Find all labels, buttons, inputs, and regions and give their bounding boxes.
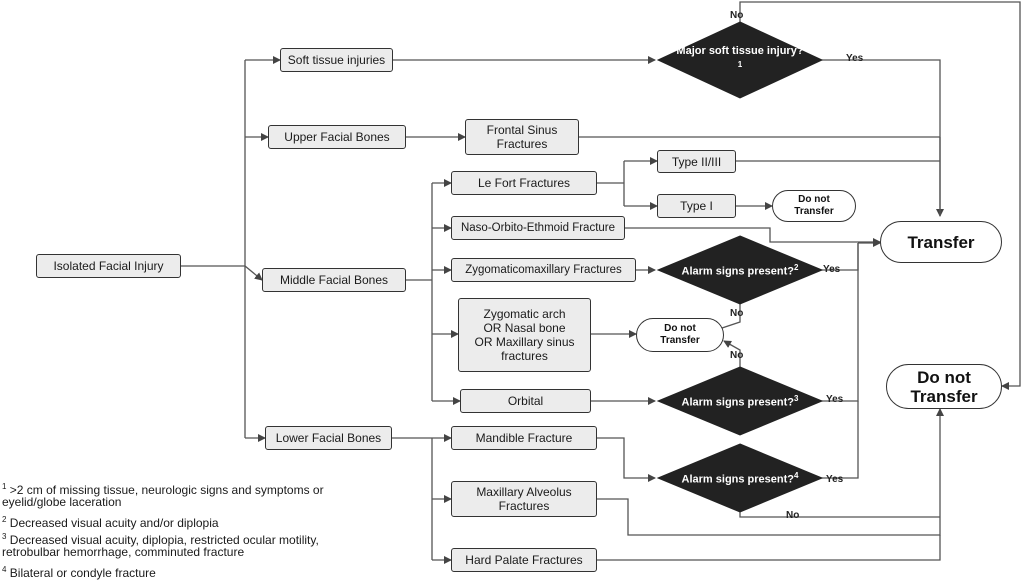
maxillary-alveolus-box: Maxillary Alveolus Fractures — [451, 481, 597, 517]
decision-soft-diamond — [656, 21, 824, 99]
footnote-4-text: Bilateral or condyle fracture — [6, 566, 156, 580]
transfer-label: Transfer — [907, 232, 975, 252]
footnote-1-text: >2 cm of missing tissue, neurologic sign… — [6, 483, 324, 497]
do-not-transfer-label: Do not Transfer — [910, 367, 978, 406]
soft-yes-label: Yes — [846, 53, 864, 64]
footnote-2: 2 Decreased visual acuity and/or diplopi… — [2, 512, 219, 531]
footnote-3-text: Decreased visual acuity, diplopia, restr… — [6, 533, 319, 547]
mandible-fracture-box: Mandible Fracture — [451, 426, 597, 450]
soft-tissue-injuries-box: Soft tissue injuries — [280, 48, 393, 72]
decision-alarm3-label: Alarm signs present? — [681, 396, 795, 409]
edge-alarm4-no — [739, 512, 940, 518]
footnote-3: 3 Decreased visual acuity, diplopia, res… — [2, 529, 319, 548]
isolated-facial-injury-label: Isolated Facial Injury — [53, 259, 164, 273]
footnote-1-cont-text: eyelid/globe laceration — [2, 495, 122, 509]
alarm2-yes-label: Yes — [823, 264, 841, 275]
maxillary-alveolus-label: Maxillary Alveolus Fractures — [476, 485, 572, 513]
type-2-3-label: Type II/III — [671, 154, 722, 169]
footnote-4-sup: 4 — [2, 565, 7, 574]
footnote-2-sup: 2 — [2, 515, 7, 524]
decision-soft-text: Major soft tissue injury? 1 — [676, 40, 804, 80]
frontal-sinus-box: Frontal Sinus Fractures — [465, 119, 579, 155]
do-not-transfer-type1-terminal: Do not Transfer — [772, 190, 856, 222]
alarm3-no-label: No — [730, 350, 744, 361]
le-fort-box: Le Fort Fractures — [451, 171, 597, 195]
alarm4-no-label: No — [786, 510, 800, 521]
transfer-terminal: Transfer — [880, 221, 1002, 263]
lower-facial-bones-box: Lower Facial Bones — [265, 426, 392, 450]
edge-hardpalate-dnt — [597, 535, 941, 561]
lower-facial-label: Lower Facial Bones — [275, 431, 382, 445]
zygomatic-arch-label: Zygomatic arch OR Nasal bone OR Maxillar… — [474, 307, 575, 363]
noe-fracture-box: Naso-Orbito-Ethmoid Fracture — [451, 216, 625, 240]
noe-label: Naso-Orbito-Ethmoid Fracture — [460, 222, 616, 234]
do-not-transfer-type1-label: Do not Transfer — [794, 194, 834, 217]
decision-alarm4-sup: 4 — [794, 471, 799, 481]
decision-soft-sup: 1 — [737, 59, 743, 69]
middle-facial-label: Middle Facial Bones — [279, 273, 389, 287]
do-not-transfer-zyg-label: Do not Transfer — [660, 323, 700, 346]
edge-soft-no — [739, 1, 1021, 390]
hard-palate-box: Hard Palate Fractures — [451, 548, 597, 572]
upper-facial-bones-box: Upper Facial Bones — [268, 125, 406, 149]
type-1-label: Type I — [680, 199, 713, 213]
soft-no-label: No — [730, 10, 744, 21]
le-fort-label: Le Fort Fractures — [477, 176, 571, 190]
upper-facial-label: Upper Facial Bones — [284, 130, 390, 144]
edge-alarm3-no — [723, 340, 741, 367]
decision-alarm4-label: Alarm signs present? — [681, 473, 795, 486]
soft-tissue-label: Soft tissue injuries — [287, 53, 386, 67]
decision-alarm3-sup: 3 — [794, 394, 799, 404]
footnote-3-cont: retrobulbar hemorrhage, comminuted fract… — [2, 545, 244, 560]
decision-alarm4-text: Alarm signs present?4 — [670, 470, 810, 486]
zmc-fractures-box: Zygomaticomaxillary Fractures — [451, 258, 636, 282]
type-1-box: Type I — [657, 194, 736, 218]
edge-maxalv-dnt — [597, 408, 944, 536]
edge-alarm4-yes — [820, 401, 859, 479]
zmc-label: Zygomaticomaxillary Fractures — [465, 264, 622, 276]
decision-alarm3-text: Alarm signs present?3 — [670, 393, 810, 409]
edge-mandible-decision — [597, 437, 656, 482]
decision-alarm2-sup: 2 — [794, 263, 799, 273]
decision-soft-label: Major soft tissue injury? — [676, 44, 804, 57]
alarm3-yes-label: Yes — [826, 394, 844, 405]
orbital-label: Orbital — [507, 394, 544, 408]
edge-to-middle — [244, 265, 263, 281]
orbital-box: Orbital — [460, 389, 591, 413]
decision-alarm2-label: Alarm signs present? — [681, 265, 795, 278]
decision-alarm3-diamond — [656, 366, 824, 436]
zygomatic-arch-box: Zygomatic arch OR Nasal bone OR Maxillar… — [458, 298, 591, 372]
footnote-3-sup: 3 — [2, 532, 7, 541]
footnote-4: 4 Bilateral or condyle fracture — [2, 562, 156, 581]
type-2-3-box: Type II/III — [657, 150, 736, 173]
footnote-2-text: Decreased visual acuity and/or diplopia — [6, 516, 219, 530]
do-not-transfer-terminal: Do not Transfer — [886, 364, 1002, 409]
alarm4-yes-label: Yes — [826, 474, 844, 485]
hard-palate-label: Hard Palate Fractures — [465, 553, 583, 567]
footnote-1-cont: eyelid/globe laceration — [2, 495, 121, 510]
footnote-1-sup: 1 — [2, 482, 7, 491]
edge-noe-transfer — [625, 227, 881, 246]
middle-facial-bones-box: Middle Facial Bones — [262, 268, 406, 292]
footnote-3-cont-text: retrobulbar hemorrhage, comminuted fract… — [2, 545, 245, 559]
mandible-label: Mandible Fracture — [475, 431, 573, 445]
isolated-facial-injury-box: Isolated Facial Injury — [36, 254, 181, 278]
decision-alarm2-diamond — [656, 235, 824, 305]
footnote-1: 1 >2 cm of missing tissue, neurologic si… — [2, 479, 324, 498]
do-not-transfer-zyg-terminal: Do not Transfer — [636, 318, 724, 352]
decision-alarm2-text: Alarm signs present?2 — [670, 262, 810, 278]
frontal-sinus-label: Frontal Sinus Fractures — [486, 123, 558, 151]
decision-alarm4-diamond — [656, 443, 824, 513]
alarm2-no-label: No — [730, 308, 744, 319]
